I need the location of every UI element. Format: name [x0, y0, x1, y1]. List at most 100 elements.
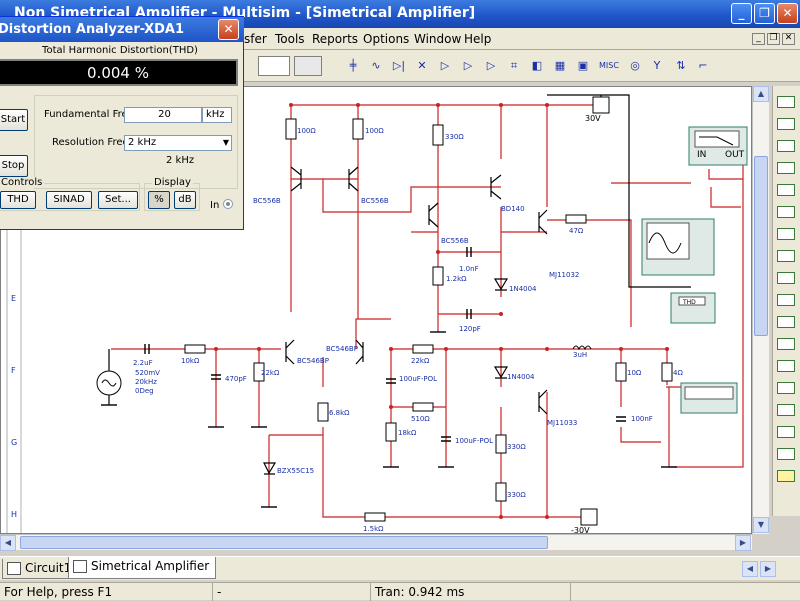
dropdown-arrow-icon[interactable]: ▼ [222, 138, 229, 147]
mdi-minimize-button[interactable]: _ [752, 33, 765, 45]
menu-options[interactable]: Options [363, 32, 410, 46]
antenna-component-icon[interactable]: Y [653, 59, 661, 72]
label-q-bc556-1: BC556B [253, 197, 281, 205]
sinad-button[interactable]: SINAD [46, 191, 92, 209]
thd-button[interactable]: THD [0, 191, 36, 209]
tab-scroll-left-icon[interactable]: ◀ [742, 561, 758, 577]
wire-net [111, 104, 744, 518]
distortion-analyzer-icon[interactable] [777, 338, 795, 350]
oscilloscope-icon[interactable] [777, 162, 795, 174]
scroll-down-icon[interactable]: ▼ [753, 517, 769, 533]
menu-transfer[interactable]: sfer [244, 32, 267, 46]
label-c120pf: 120pF [459, 325, 481, 333]
circuit-file-icon [7, 562, 21, 575]
rf-component-icon[interactable]: ◎ [630, 59, 640, 72]
start-button[interactable]: Start [0, 109, 28, 131]
resolution-freq-select[interactable]: 2 kHz ▼ [124, 135, 232, 151]
scroll-left-icon[interactable]: ◀ [0, 535, 16, 551]
wattmeter-icon[interactable] [777, 140, 795, 152]
bus-icon[interactable]: ⇅ [676, 59, 686, 72]
analog-component-icon[interactable]: ▷ [440, 59, 450, 72]
misc-component-icon[interactable]: MISC [599, 61, 619, 70]
distortion-analyzer-title-bar[interactable]: Distortion Analyzer-XDA1 ✕ [0, 17, 244, 42]
word-generator-icon[interactable] [777, 250, 795, 262]
vplus-label: 30V [585, 114, 601, 123]
in-terminal-label: In [210, 200, 220, 211]
label-r12k: 1.2kΩ [446, 275, 467, 283]
agilent-multimeter-icon[interactable] [777, 426, 795, 438]
label-r47: 47Ω [569, 227, 584, 235]
run-switch-icon[interactable] [258, 56, 290, 76]
function-generator-icon[interactable] [777, 118, 795, 130]
db-button[interactable]: dB [174, 191, 196, 209]
multimeter-icon[interactable] [777, 96, 795, 108]
ttl-component-icon[interactable]: ▷ [463, 59, 473, 72]
logic-analyzer-icon[interactable] [777, 272, 795, 284]
misc-digital-icon[interactable]: ⌗ [510, 59, 518, 72]
scroll-up-icon[interactable]: ▲ [753, 86, 769, 102]
component-labels: 100Ω 100Ω 330Ω BC556B BC556B BC556B BD14… [133, 127, 683, 533]
label-c10nf: 1.0nF [459, 265, 479, 273]
controls-group [0, 183, 140, 211]
menu-help[interactable]: Help [464, 32, 492, 46]
agilent-generator-icon[interactable] [777, 404, 795, 416]
pause-switch-icon[interactable] [294, 56, 322, 76]
label-r330-bot: 330Ω [507, 491, 526, 499]
connector-icon[interactable]: ⌐ [698, 59, 708, 72]
percent-button[interactable]: % [148, 191, 170, 209]
vertical-scroll-thumb[interactable] [754, 156, 768, 336]
network-analyzer-icon[interactable] [777, 382, 795, 394]
label-r100-1: 100Ω [297, 127, 316, 135]
four-channel-oscilloscope-icon[interactable] [777, 184, 795, 196]
menu-reports[interactable]: Reports [312, 32, 359, 46]
logic-converter-icon[interactable] [777, 294, 795, 306]
bode-plotter-icon[interactable] [777, 206, 795, 218]
tab-scroll-right-icon[interactable]: ▶ [760, 561, 776, 577]
cmos-component-icon[interactable]: ▷ [486, 59, 496, 72]
vertical-scrollbar[interactable]: ▲ ▼ [752, 86, 769, 534]
close-button[interactable]: ✕ [777, 3, 798, 24]
basic-component-icon[interactable]: ∿ [371, 59, 381, 72]
vminus-terminal[interactable] [580, 508, 598, 526]
indicator-component-icon[interactable]: ▦ [554, 59, 566, 72]
power-component-icon[interactable]: ▣ [577, 59, 589, 72]
label-r10: 10Ω [627, 369, 642, 377]
frequency-counter-icon[interactable] [777, 228, 795, 240]
resolution-freq-label: Resolution Freq. [52, 137, 133, 148]
vplus-terminal[interactable] [592, 96, 610, 114]
source-component-icon[interactable]: ╪ [349, 59, 357, 72]
distortion-analyzer-window[interactable]: Distortion Analyzer-XDA1 ✕ Total Harmoni… [0, 16, 244, 230]
set-button[interactable]: Set... [98, 191, 138, 209]
distortion-analyzer-close-button[interactable]: ✕ [218, 19, 239, 40]
tab-circuit1[interactable]: Circuit1 [2, 559, 79, 579]
label-q-bc556-2: BC556B [361, 197, 389, 205]
restore-button[interactable]: ❐ [754, 3, 775, 24]
diode-component-icon[interactable]: ▷| [392, 59, 406, 72]
label-l3uh: 3uH [573, 351, 587, 359]
label-q-mj11032: MJ11032 [549, 271, 579, 279]
spectrum-analyzer-icon[interactable] [777, 360, 795, 372]
mdi-restore-button[interactable]: ❐ [767, 33, 780, 45]
minimize-button[interactable]: _ [731, 3, 752, 24]
scroll-right-icon[interactable]: ▶ [735, 535, 751, 551]
label-c100uf-2: 100uF-POL [455, 437, 493, 445]
horizontal-scrollbar[interactable]: ◀ ▶ [0, 534, 752, 551]
measurement-probe-icon[interactable] [777, 470, 795, 482]
horizontal-scroll-thumb[interactable] [20, 536, 548, 549]
tab-circuit1-label: Circuit1 [25, 561, 72, 575]
menu-window[interactable]: Window [414, 32, 462, 46]
agilent-oscilloscope-icon[interactable] [777, 448, 795, 460]
mdi-close-button[interactable]: ✕ [782, 33, 795, 45]
tab-simetrical-amplifier[interactable]: Simetrical Amplifier [68, 557, 217, 579]
label-src-freq: 20kHz [135, 378, 157, 386]
in-terminal-icon[interactable] [223, 199, 233, 209]
fundamental-freq-input[interactable]: 20 [124, 107, 202, 123]
transistor-component-icon[interactable]: ✕ [417, 59, 427, 72]
label-r10k: 10kΩ [181, 357, 200, 365]
fundamental-freq-unit[interactable]: kHz [202, 107, 232, 123]
stop-button[interactable]: Stop [0, 155, 28, 177]
mixed-component-icon[interactable]: ◧ [531, 59, 543, 72]
menu-tools[interactable]: Tools [275, 32, 305, 46]
label-q-bd140: BD140 [501, 205, 525, 213]
iv-analyzer-icon[interactable] [777, 316, 795, 328]
